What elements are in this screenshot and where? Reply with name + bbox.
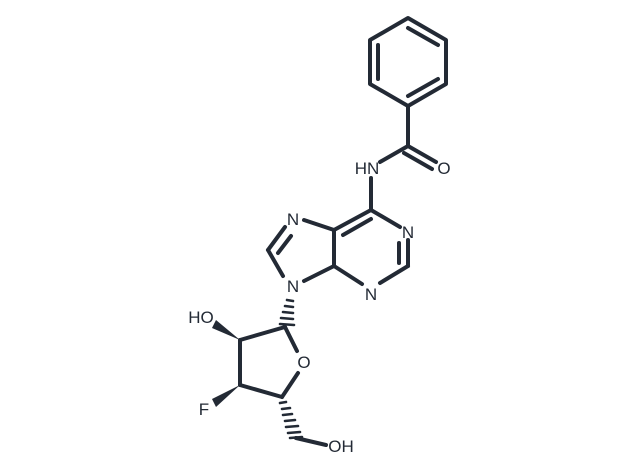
hash-8 (281, 412, 294, 417)
wedge-bond-c3-f (212, 385, 240, 407)
hash-4 (279, 316, 295, 321)
atom-label-ho: HO (188, 308, 214, 327)
imidazole-ring (266, 218, 336, 283)
pyrimidine-ring (332, 208, 410, 286)
bond-c5-n7 (302, 218, 336, 232)
bond-c5-oh (294, 436, 328, 447)
bond-c4-c3 (238, 383, 284, 399)
atom-label-n1: N (402, 223, 414, 242)
bond-n9-c4 (302, 264, 336, 283)
bond-c5-c6 (332, 208, 373, 232)
hash-5 (278, 322, 296, 327)
benzene-double-bond-2 (406, 77, 440, 98)
bond-c2-n3 (378, 264, 410, 285)
c4-c5-hashed-bond (278, 400, 304, 440)
benzene-double-bond-1 (406, 26, 440, 47)
hash-3 (281, 310, 295, 315)
bond-c1-o4 (283, 325, 299, 353)
atom-label-n7: N (287, 210, 299, 229)
bond-carbonyl-o-1 (406, 144, 438, 164)
hash-11 (286, 430, 302, 435)
atom-label-nh: HN (355, 159, 380, 178)
bond-c8-n9 (266, 248, 285, 278)
bond-c6-n1 (369, 208, 402, 229)
atom-label-carbonyl-o: O (437, 159, 450, 178)
wedge-bond-c2-oh (212, 320, 240, 340)
hash-9 (283, 418, 297, 423)
bond-n7-c8 (266, 225, 287, 252)
atom-label-oh: OH (328, 437, 354, 456)
hash-2 (283, 304, 295, 309)
bond-n7-c8-double (276, 234, 293, 255)
hash-10 (284, 424, 300, 429)
hash-6 (278, 400, 288, 405)
bond-c5-c6-double (341, 217, 373, 237)
benzene-outer-bonds (368, 16, 448, 108)
hash-7 (280, 406, 292, 411)
benzene-ring (368, 16, 448, 108)
amide-group (369, 104, 438, 212)
bond-n3-c4 (332, 264, 364, 286)
bond-carbonyl-o-2 (402, 151, 434, 171)
bond-c1-c2 (238, 325, 287, 342)
atom-label-f: F (199, 400, 209, 419)
atom-label-ring-o: O (297, 353, 310, 372)
atom-label-n9: N (287, 277, 299, 296)
atom-label-n3: N (365, 285, 377, 304)
hash-1 (285, 298, 295, 303)
glycosidic-hashed-bond (278, 298, 296, 327)
sugar-ring (238, 325, 300, 399)
bond-carbonyl-n (378, 144, 410, 164)
bond-o4-c4 (280, 371, 300, 399)
